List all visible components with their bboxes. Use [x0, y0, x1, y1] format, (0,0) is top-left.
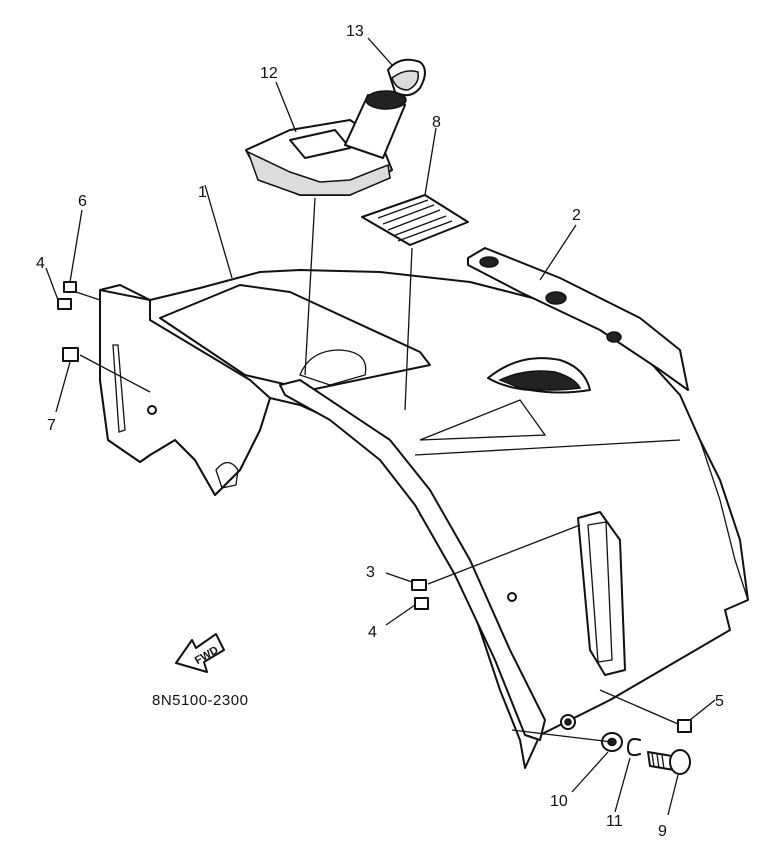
diagram-part-code: 8N5100-2300 [152, 692, 248, 709]
callout-1: 1 [198, 184, 207, 201]
fuel-cap [387, 58, 426, 97]
clip-7 [62, 347, 79, 362]
callout-numbers: 1 2 3 4 4 5 6 7 8 9 10 11 12 13 [36, 23, 724, 840]
bolt-9 [647, 749, 691, 775]
callout-6: 6 [78, 193, 87, 210]
callout-7: 7 [47, 417, 56, 434]
callout-10: 10 [550, 793, 568, 810]
clip-4-left [57, 298, 72, 310]
decal-label [361, 194, 469, 246]
forward-arrow: FWD [175, 633, 225, 673]
side-trim-strip [467, 247, 689, 391]
callout-8: 8 [432, 114, 441, 131]
callout-4a: 4 [36, 255, 45, 272]
leader-lines [45, 37, 716, 816]
clip-5 [677, 719, 692, 733]
clip-3 [411, 579, 427, 591]
callout-2: 2 [572, 207, 581, 224]
callout-12: 12 [260, 65, 278, 82]
fender-cover [99, 269, 749, 769]
callout-3: 3 [366, 564, 375, 581]
clip-6 [63, 281, 77, 293]
callout-13: 13 [346, 23, 364, 40]
clip-4-lower [414, 597, 429, 610]
callout-5: 5 [715, 693, 724, 710]
callout-9: 9 [658, 823, 667, 840]
clip-nut-11 [627, 738, 641, 757]
filler-neck [245, 90, 407, 196]
callout-11: 11 [606, 813, 623, 830]
callout-4b: 4 [368, 624, 377, 641]
